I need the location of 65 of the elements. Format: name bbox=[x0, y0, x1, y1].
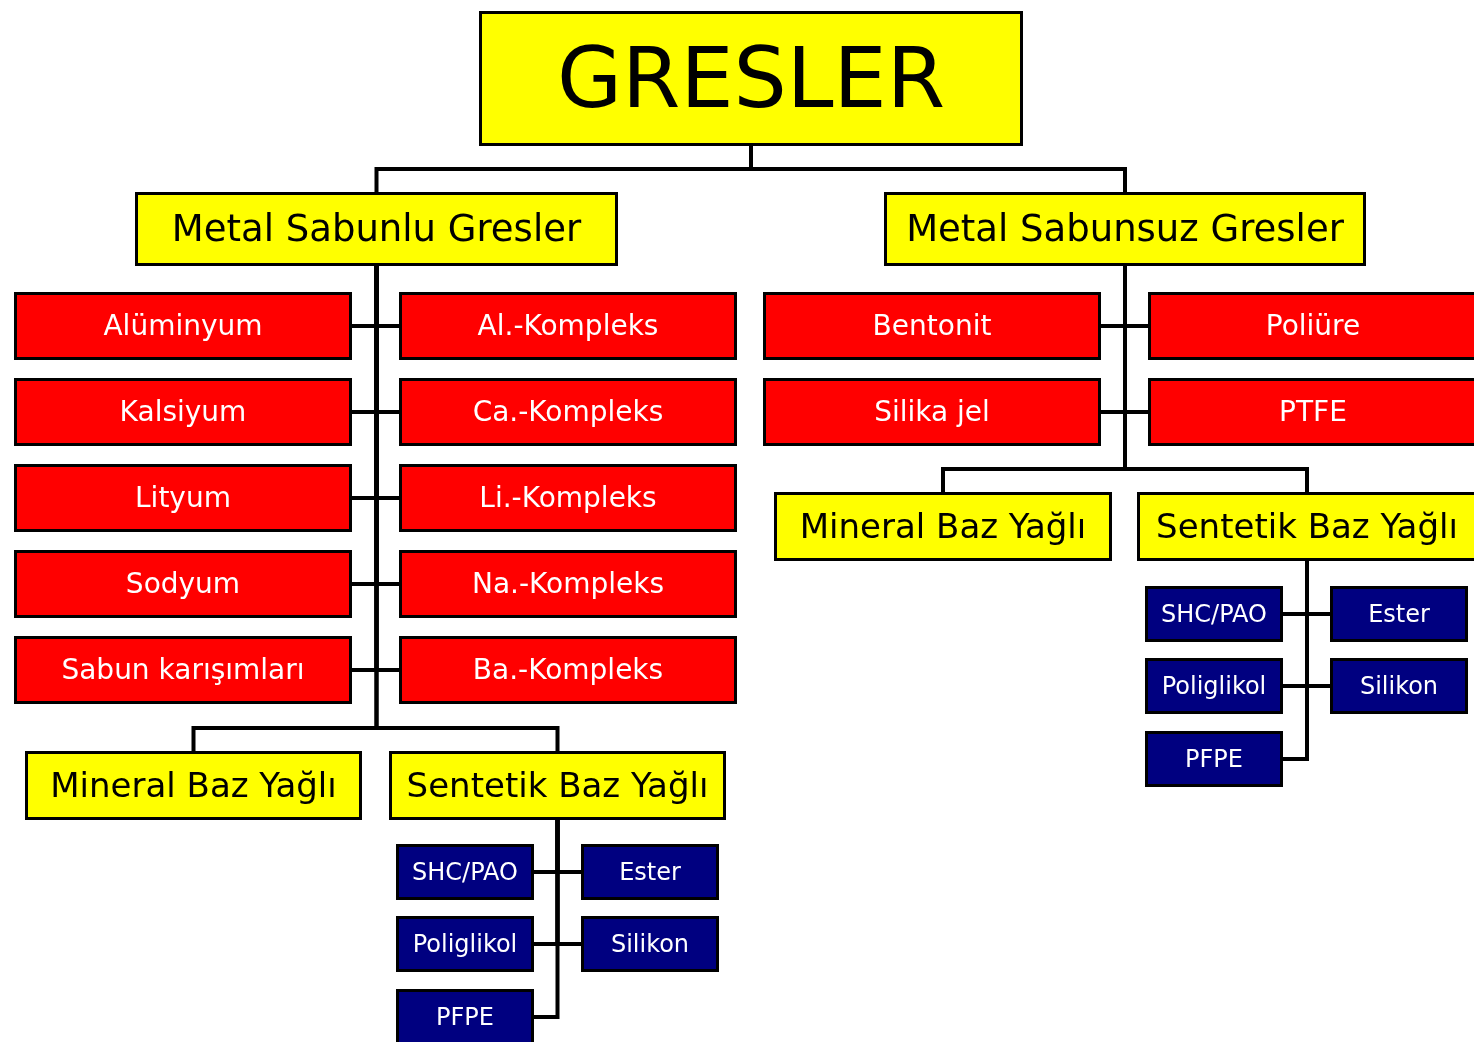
category-label: Poliüre bbox=[1265, 310, 1361, 342]
type-box bbox=[14, 292, 352, 360]
category-box bbox=[389, 751, 726, 820]
category-label: Alüminyum bbox=[103, 310, 263, 342]
category-label: Ca.-Kompleks bbox=[472, 396, 664, 428]
category-label: Metal Sabunsuz Gresler bbox=[906, 208, 1344, 250]
type-box bbox=[399, 550, 737, 618]
category-label: Al.-Kompleks bbox=[477, 310, 659, 342]
category-label: Silikon bbox=[1359, 672, 1439, 700]
category-label: Poliglikol bbox=[1161, 672, 1267, 700]
type-box bbox=[1145, 586, 1283, 642]
category-label: Lityum bbox=[135, 482, 231, 514]
category-label: Sabun karışımları bbox=[61, 654, 305, 686]
title-box bbox=[479, 11, 1023, 146]
category-box bbox=[884, 192, 1366, 266]
type-box bbox=[1148, 292, 1474, 360]
type-box bbox=[763, 378, 1101, 446]
type-box bbox=[399, 292, 737, 360]
type-box bbox=[396, 916, 534, 972]
connector-line bbox=[749, 146, 1127, 192]
category-label: Sentetik Baz Yağlı bbox=[406, 766, 709, 805]
category-label: Ester bbox=[619, 858, 681, 886]
connector-line bbox=[1123, 266, 1309, 492]
type-box bbox=[399, 464, 737, 532]
type-box bbox=[581, 844, 719, 900]
type-box bbox=[1145, 731, 1283, 787]
category-label: GRESLER bbox=[556, 32, 946, 125]
type-box bbox=[1145, 658, 1283, 714]
type-box bbox=[14, 550, 352, 618]
connector-line bbox=[534, 820, 560, 1019]
category-label: PFPE bbox=[1185, 745, 1243, 773]
category-box bbox=[135, 192, 618, 266]
category-label: Ester bbox=[1368, 600, 1430, 628]
category-label: Li.-Kompleks bbox=[479, 482, 657, 514]
type-box bbox=[14, 378, 352, 446]
type-box bbox=[1330, 658, 1468, 714]
category-box bbox=[1137, 492, 1474, 561]
category-label: SHC/PAO bbox=[412, 858, 518, 886]
category-label: Mineral Baz Yağlı bbox=[799, 507, 1087, 546]
category-label: Silika jel bbox=[874, 396, 990, 428]
type-box bbox=[14, 636, 352, 704]
category-label: Metal Sabunlu Gresler bbox=[171, 208, 582, 250]
type-box bbox=[1148, 378, 1474, 446]
type-box bbox=[14, 464, 352, 532]
type-box bbox=[581, 916, 719, 972]
category-label: PFPE bbox=[436, 1003, 494, 1031]
category-label: Mineral Baz Yağlı bbox=[50, 766, 337, 805]
category-label: PTFE bbox=[1279, 396, 1347, 428]
category-label: Na.-Kompleks bbox=[471, 568, 665, 600]
category-box bbox=[774, 492, 1112, 561]
type-box bbox=[396, 989, 534, 1042]
category-label: Ba.-Kompleks bbox=[472, 654, 664, 686]
category-label: Sentetik Baz Yağlı bbox=[1156, 507, 1458, 546]
category-label: Sodyum bbox=[125, 568, 241, 600]
category-label: Poliglikol bbox=[412, 930, 518, 958]
category-label: SHC/PAO bbox=[1161, 600, 1267, 628]
type-box bbox=[396, 844, 534, 900]
type-box bbox=[399, 636, 737, 704]
category-label: Bentonit bbox=[872, 310, 992, 342]
type-box bbox=[763, 292, 1101, 360]
category-label: Kalsiyum bbox=[119, 396, 247, 428]
category-box bbox=[25, 751, 362, 820]
type-box bbox=[399, 378, 737, 446]
type-box bbox=[1330, 586, 1468, 642]
category-label: Silikon bbox=[610, 930, 690, 958]
